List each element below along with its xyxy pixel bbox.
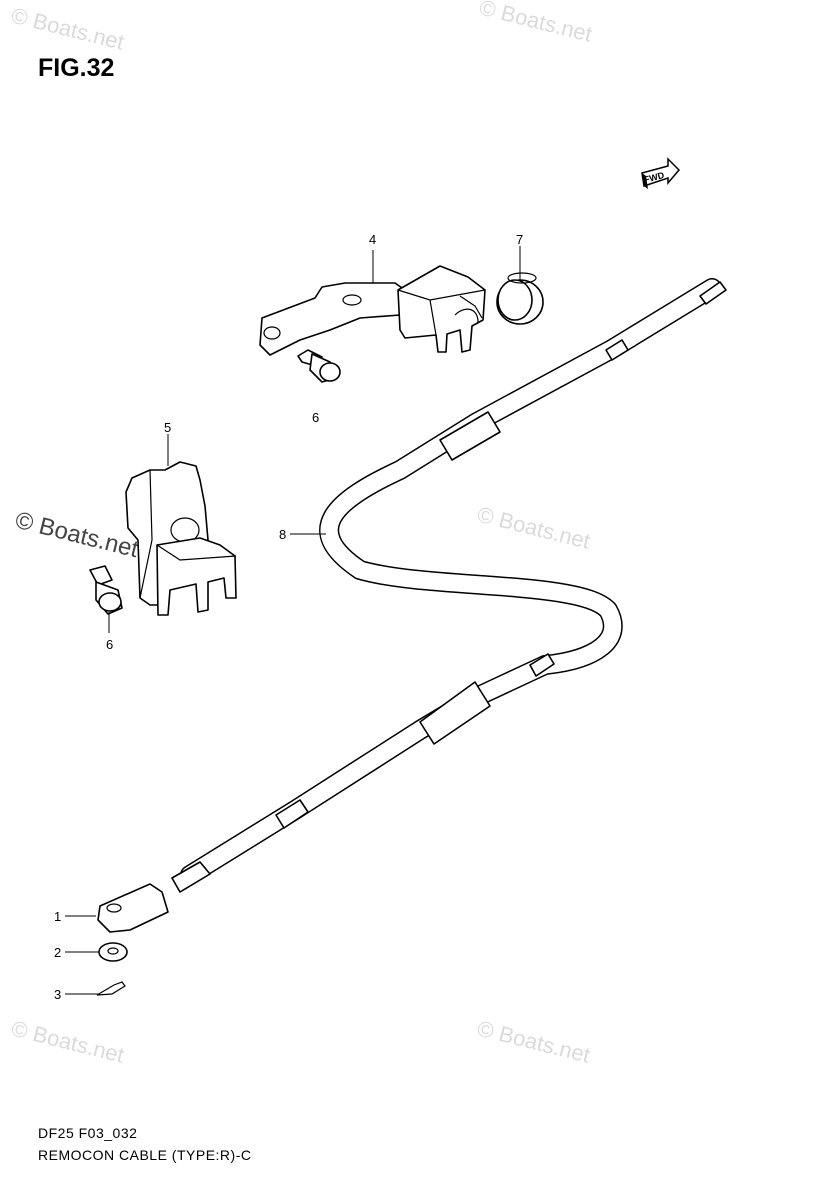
washer-part-2 bbox=[98, 942, 128, 962]
pin-part-3 bbox=[96, 981, 126, 996]
cable-end-part-1 bbox=[97, 883, 169, 933]
watermark-top-left: © Boats.net bbox=[9, 3, 127, 55]
holder-part-5 bbox=[125, 461, 237, 616]
bracket-part-4 bbox=[259, 265, 486, 356]
callout-5: 5 bbox=[164, 420, 171, 435]
bolt-part-6-upper bbox=[297, 349, 341, 383]
callout-2: 2 bbox=[54, 945, 61, 960]
diagram-code: DF25 F03_032 bbox=[38, 1125, 138, 1141]
fwd-arrow-icon: FWD bbox=[641, 157, 681, 189]
watermark-bottom-left: © Boats.net bbox=[9, 1016, 127, 1068]
grommet-part-7 bbox=[496, 272, 544, 325]
remocon-cable-part-8 bbox=[171, 278, 727, 893]
callout-8: 8 bbox=[279, 527, 286, 542]
watermark-bottom-right: © Boats.net bbox=[475, 1016, 593, 1068]
watermark-mid-left: © Boats.net bbox=[13, 507, 142, 564]
watermark-top-right: © Boats.net bbox=[477, 0, 595, 47]
figure-title: FIG.32 bbox=[38, 54, 115, 82]
callout-3: 3 bbox=[54, 987, 61, 1002]
diagram-name: REMOCON CABLE (TYPE:R)-C bbox=[38, 1147, 252, 1163]
callout-6-upper: 6 bbox=[312, 410, 319, 425]
watermark-mid-right: © Boats.net bbox=[475, 502, 593, 554]
callout-7: 7 bbox=[516, 232, 523, 247]
bolt-part-6-lower bbox=[89, 565, 123, 615]
callout-1: 1 bbox=[54, 909, 61, 924]
callout-4: 4 bbox=[369, 232, 376, 247]
callout-6-lower: 6 bbox=[106, 637, 113, 652]
